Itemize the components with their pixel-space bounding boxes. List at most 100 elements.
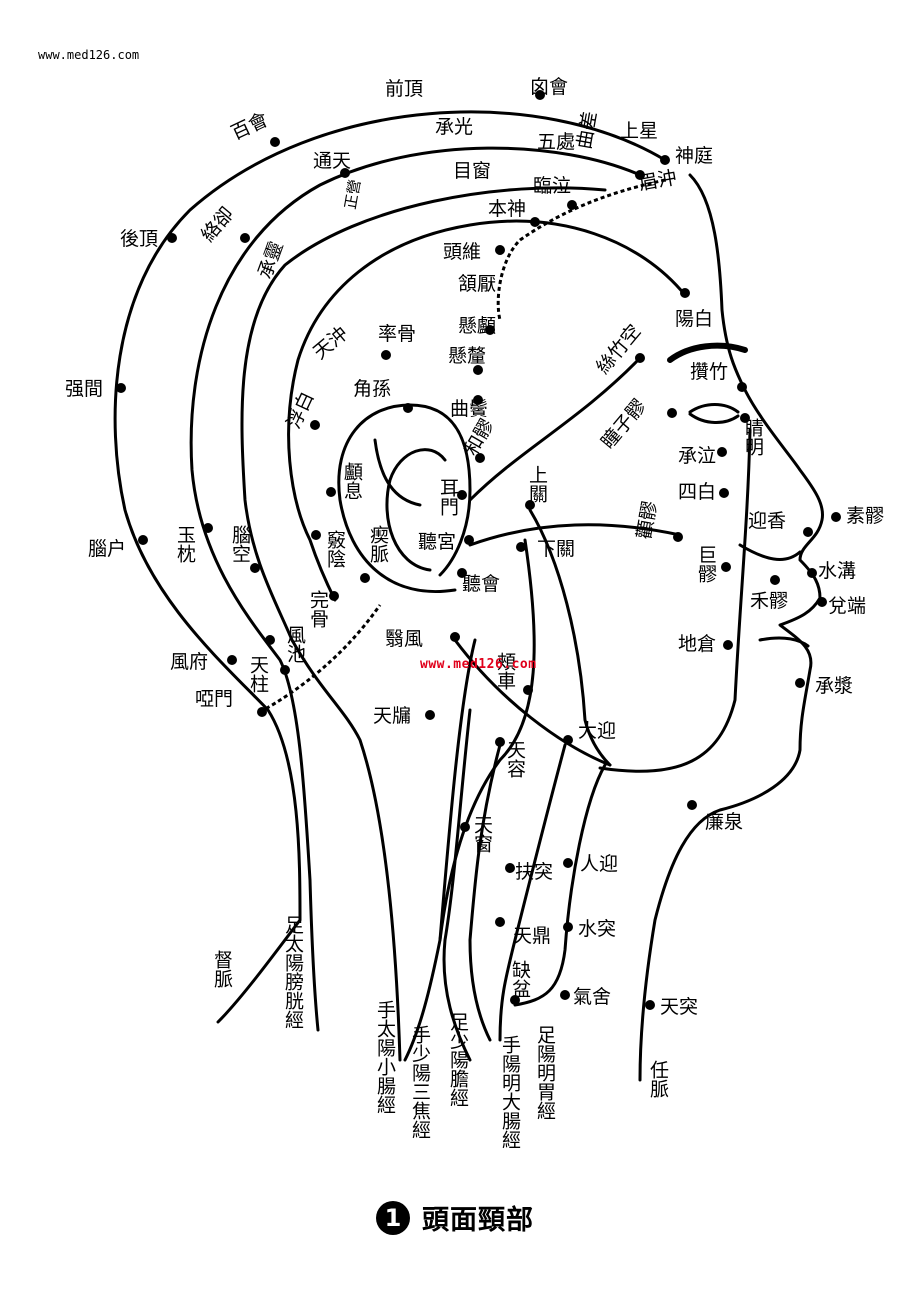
label-jiache: 頰車 — [494, 652, 516, 690]
label-yingxiang: 迎香 — [748, 510, 786, 532]
label-ren: 任脈 — [647, 1060, 669, 1098]
label-yangbai: 陽白 — [675, 308, 713, 330]
neck-front — [513, 763, 607, 1007]
dot-chimai — [360, 573, 370, 583]
dot-qishe — [560, 990, 570, 1000]
gallbladder-line-2 — [287, 219, 687, 602]
dot-shuigou — [807, 568, 817, 578]
label-gallbladder: 足少陽膽經 — [447, 1012, 469, 1107]
dot-tianchuang — [460, 822, 470, 832]
neck-st — [498, 743, 567, 1042]
label-chengqi: 承泣 — [678, 445, 716, 467]
label-yuzhen: 玉枕 — [174, 525, 196, 563]
dot-luxi — [326, 487, 336, 497]
label-linqi: 臨泣 — [533, 175, 571, 197]
dot-baihui — [270, 137, 280, 147]
label-tianrong: 天容 — [504, 740, 526, 778]
nose-wing — [738, 543, 802, 561]
dot-linqi — [567, 200, 577, 210]
watermark-top: www.med126.com — [38, 48, 140, 62]
label-tianchuang: 天窗 — [471, 815, 493, 853]
dot-quepen — [510, 995, 520, 1005]
eye-lower — [688, 412, 740, 424]
label-chengjiang: 承漿 — [815, 675, 853, 697]
label-sibai: 四白 — [678, 481, 716, 503]
dot-qiangjian — [116, 383, 126, 393]
dot-qiaoyin — [311, 530, 321, 540]
dot-tianchong — [381, 350, 391, 360]
dot-xiaguan — [516, 542, 526, 552]
dot-fengchi — [280, 665, 290, 675]
label-ermen: 耳門 — [437, 478, 459, 516]
label-daying: 大迎 — [578, 720, 616, 742]
dot-benshen — [530, 217, 540, 227]
label-chengling: 承靈 — [254, 238, 288, 281]
dot-jiache — [523, 685, 533, 695]
label-yamen: 啞門 — [195, 688, 233, 710]
label-chengguang: 承光 — [435, 116, 473, 138]
dot-tongziliao — [667, 408, 677, 418]
jaw-line — [453, 638, 612, 767]
label-suliao: 素髎 — [846, 505, 884, 527]
label-juliao: 巨髎 — [695, 545, 717, 583]
label-tianding: 天鼎 — [513, 925, 551, 947]
dot-yangbai — [680, 288, 690, 298]
label-qianding: 前頂 — [385, 78, 423, 100]
dot-tianyou — [425, 710, 435, 720]
dot-lianquan — [687, 800, 697, 810]
label-quanliao: 顴髎 — [633, 500, 661, 541]
dot-tianzhu — [265, 635, 275, 645]
label-yifeng: 翳風 — [385, 628, 423, 650]
label-xiaguan: 下關 — [537, 538, 575, 560]
ear-helix — [373, 438, 422, 507]
cheek-line-1 — [468, 523, 682, 547]
label-xuanli: 懸釐 — [448, 345, 486, 367]
dot-chengjiang — [795, 678, 805, 688]
dashed-lines — [259, 178, 666, 714]
label-shuigou: 水溝 — [818, 560, 856, 582]
label-hanyan: 頷厭 — [458, 273, 496, 295]
label-qiaoyin: 竅陰 — [324, 530, 346, 568]
ear-outer — [337, 403, 472, 593]
dot-jingming — [740, 413, 750, 423]
dot-heliao — [475, 453, 485, 463]
dot-houding — [167, 233, 177, 243]
label-sizhukong: 絲竹空 — [592, 320, 646, 378]
dot-naokong — [250, 563, 260, 573]
dot-touwei — [495, 245, 505, 255]
label-muchuang: 目窗 — [453, 160, 491, 182]
dot-qubin — [473, 395, 483, 405]
label-renying: 人迎 — [580, 853, 618, 875]
label-jiaosun: 角孫 — [353, 378, 391, 400]
neck-si — [403, 638, 477, 1062]
dot-sizhukong — [635, 353, 645, 363]
rotated-labels: 百會 絡卻 正營 承靈 曲差 眉沖 天沖 浮白 絲竹空 瞳子髎 和髎 顴髎 — [197, 109, 678, 541]
label-luoque: 絡卻 — [197, 203, 238, 246]
figure-caption: 1 頭面頸部 — [376, 1198, 534, 1237]
label-small-intestine: 手太陽小腸經 — [374, 1000, 396, 1114]
dot-tianding — [495, 917, 505, 927]
dot-naohu — [138, 535, 148, 545]
label-shenting: 神庭 — [675, 145, 713, 167]
label-heliao2: 禾髎 — [750, 590, 788, 612]
dot-quanliao — [673, 532, 683, 542]
bladder-meridian-line — [189, 146, 642, 1032]
dot-cuanzhu — [737, 382, 747, 392]
dot-sibai — [719, 488, 729, 498]
dot-luoque — [240, 233, 250, 243]
label-shuaigu: 率骨 — [378, 323, 416, 345]
label-chimai: 瘈脈 — [367, 525, 389, 563]
label-tongziliao: 瞳子髎 — [597, 395, 651, 453]
dot-shuitu — [563, 922, 573, 932]
label-qiangjian: 强間 — [65, 378, 103, 400]
label-zhengying: 正營 — [341, 178, 364, 211]
dot-shenting — [660, 155, 670, 165]
dot-tinghui — [457, 568, 467, 578]
label-tinghui: 聽會 — [462, 573, 500, 595]
label-luxi: 顱息 — [341, 462, 363, 500]
label-fengchi: 風池 — [284, 625, 306, 663]
vertical-labels: 睛明 顱息 耳門 上關 玉枕 腦空 竅陰 瘈脈 巨髎 完骨 天柱 風池 頰車 天… — [174, 418, 764, 1149]
dot-renying — [563, 858, 573, 868]
label-wuchu: 五處 — [537, 131, 575, 153]
